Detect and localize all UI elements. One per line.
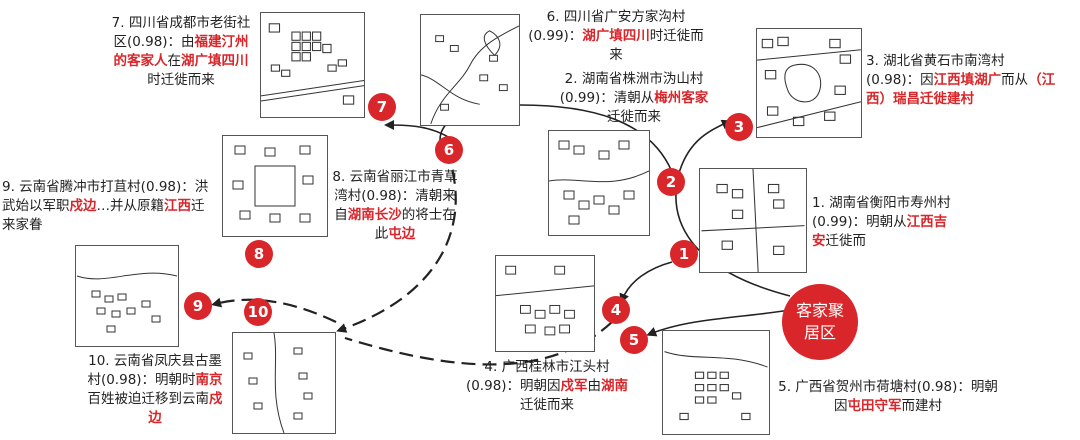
highlight-text: 湖南长沙 (347, 207, 402, 223)
annotation-text: 3. 湖北省黄石市南湾村(0.98)：因 (866, 53, 1005, 88)
annotation-text: 10. 云南省凤庆县古墨村(0.98)：明朝时 (87, 353, 222, 388)
annotation-5: 5. 广西省贺州市荷塘村(0.98)：明朝因屯田守军而建村 (772, 378, 1004, 416)
annotation-text: 的将士在此 (374, 207, 456, 242)
annotation-text: 迁徙而来 (607, 109, 661, 125)
badge-2: 2 (657, 168, 685, 196)
highlight-text: 江西填湖广 (933, 72, 1002, 88)
highlight-text: 湖南 (601, 378, 629, 394)
annotation-text: 8. 云南省丽江市青草湾村(0.98)：清朝来自 (332, 169, 458, 223)
highlight-text: 梅州客家 (654, 90, 709, 106)
badge-5: 5 (620, 326, 648, 354)
hakka-settlement-hub: 客家聚居区 (782, 284, 858, 360)
annotation-text: 9. 云南省腾冲市打苴村(0.98)：洪武始以军职 (2, 179, 209, 214)
annotation-text: 而从 (1001, 72, 1029, 88)
annotation-text: 4. 广西桂林市江头村(0.98)：明朝因 (465, 359, 610, 394)
badge-1: 1 (670, 240, 698, 268)
annotation-text: 5. 广西省贺州市荷塘村(0.98)：明朝因 (778, 379, 998, 414)
badge-9: 9 (184, 292, 212, 320)
highlight-text: 江西吉安 (812, 214, 948, 249)
highlight-text: 江西 (164, 198, 191, 214)
highlight-text: 南京 (195, 372, 223, 388)
annotation-7: 7. 四川省成都市老街社区(0.98)：由福建汀州的客家人在湖广填四川时迁徙而来 (108, 14, 254, 90)
annotation-text: 6. 四川省广安方家沟村(0.99)： (528, 9, 686, 44)
badge-10: 10 (244, 298, 272, 326)
annotation-text: 明朝从 (866, 214, 907, 230)
annotation-text: 时迁徙而来 (147, 72, 215, 88)
map-9-daju (75, 245, 179, 347)
highlight-text: 福建汀州的客家人 (113, 34, 249, 69)
annotation-text: 而建村 (901, 398, 943, 414)
badge-8: 8 (245, 240, 273, 268)
annotation-text: 1. 湖南省衡阳市寿州村(0.99)： (812, 195, 951, 230)
highlight-text: 屯田守军 (847, 398, 902, 414)
map-10-gumo (232, 332, 336, 434)
annotation-3: 3. 湖北省黄石市南湾村(0.98)：因江西填湖广而从（江西）瑞昌迁徙建村 (866, 52, 1058, 109)
annotation-text: …并从原籍 (96, 198, 165, 214)
annotation-text: 时迁徙而来 (609, 28, 704, 63)
annotation-text: 由 (587, 378, 602, 394)
badge-6: 6 (435, 136, 463, 164)
annotation-9: 9. 云南省腾冲市打苴村(0.98)：洪武始以军职戍边…并从原籍江西迁来家眷 (2, 178, 216, 235)
map-4-jiangtou (495, 255, 595, 352)
map-2-weishan (548, 130, 650, 236)
annotation-6: 6. 四川省广安方家沟村(0.99)：湖广填四川时迁徙而来 (528, 8, 704, 65)
hub-label: 客家聚居区 (795, 301, 844, 342)
solid-arc-1-to-4 (619, 261, 673, 304)
map-8-qingcaowan (222, 135, 328, 237)
annotation-text: 2. 湖南省株洲市沩山村(0.99)：清朝从 (559, 71, 704, 106)
highlight-text: 戍边 (69, 198, 97, 214)
highlight-text: （江西）瑞昌迁徙建村 (866, 72, 1056, 107)
annotation-text: 在 (167, 53, 182, 69)
highlight-text: 戍军 (560, 378, 588, 394)
solid-arc-6-to-7 (384, 120, 451, 139)
map-5-hetang (662, 330, 770, 435)
highlight-text: 戍边 (148, 391, 223, 426)
highlight-text: 湖广填四川 (582, 28, 650, 44)
badge-4: 4 (602, 296, 630, 324)
annotation-8: 8. 云南省丽江市青草湾村(0.98)：清朝来自湖南长沙的将士在此屯边 (332, 168, 458, 244)
map-3-nanwan (756, 28, 862, 138)
highlight-text: 屯边 (388, 226, 416, 242)
annotation-text: 百姓被迫迁移到云南 (87, 391, 210, 407)
annotation-text: 7. 四川省成都市老街社区(0.98)：由 (111, 15, 251, 50)
annotation-text: 迁徙而 (825, 233, 867, 249)
annotation-text: 迁来家眷 (2, 198, 205, 233)
annotation-text: 迁徙而来 (520, 397, 574, 413)
annotation-1: 1. 湖南省衡阳市寿州村(0.99)：明朝从江西吉安迁徙而 (812, 194, 952, 251)
map-7-laojie (260, 12, 365, 118)
annotation-10: 10. 云南省凤庆县古墨村(0.98)：明朝时南京百姓被迫迁移到云南戍边 (82, 352, 228, 428)
annotation-2: 2. 湖南省株洲市沩山村(0.99)：清朝从梅州客家迁徙而来 (556, 70, 712, 127)
badge-3: 3 (725, 113, 753, 141)
highlight-text: 湖广填四川 (181, 53, 249, 69)
annotation-4: 4. 广西桂林市江头村(0.98)：明朝因戍军由湖南迁徙而来 (462, 358, 632, 415)
map-1-shouzhou (699, 168, 807, 273)
map-6-fangjiagou (420, 14, 520, 126)
dashed-arc-10-to-9 (211, 297, 337, 323)
badge-7: 7 (368, 93, 396, 121)
